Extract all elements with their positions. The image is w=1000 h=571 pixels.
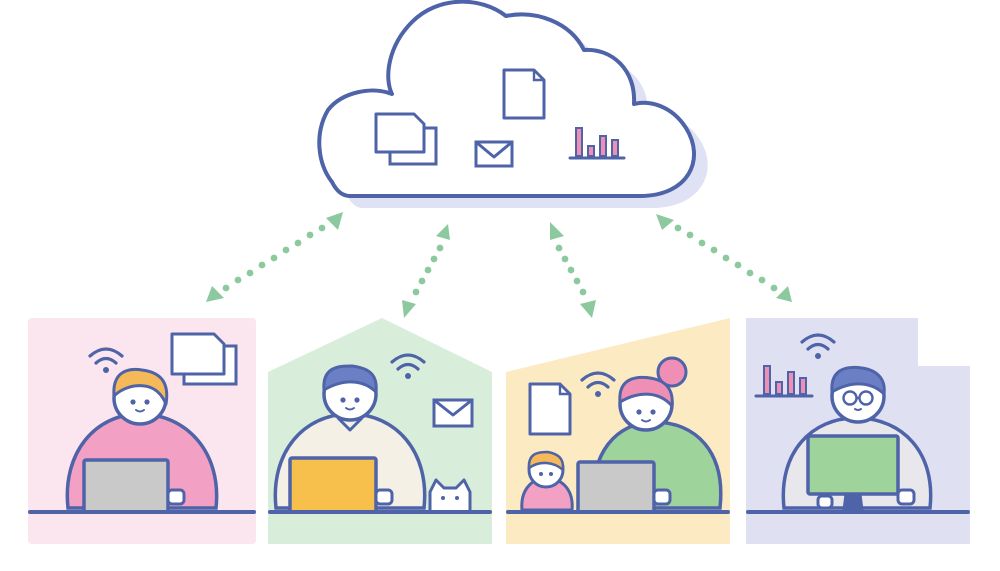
sync-arrow-2 [402,224,450,318]
worker-panel-2 [268,318,492,544]
cat-icon [428,478,472,514]
worker-hand [896,488,916,506]
document-icon [528,382,572,436]
bar-chart-icon [754,365,814,398]
mail-icon [432,398,474,428]
worker-panel-4 [746,318,970,544]
child-figure [520,450,574,512]
sync-arrow-3 [550,222,596,318]
worker-panel-3 [506,318,730,544]
cloud [317,0,708,208]
worker-hand [816,494,834,510]
sync-arrow-1 [206,212,343,302]
laptop-icon [82,458,170,514]
document-icon [502,68,546,120]
worker-head [112,367,169,426]
worker-head [618,356,688,432]
monitor-icon [806,434,900,512]
worker-head [322,364,378,422]
worker-hand [374,488,394,506]
bar-chart-icon [568,127,626,160]
documents-icon [170,332,238,386]
worker-hand [166,488,186,506]
mail-icon [474,140,514,168]
glasses-icon [842,390,874,406]
worker-hand [652,488,672,506]
laptop-icon [576,460,656,514]
connection-arrows [206,212,792,318]
worker-head [830,365,886,424]
laptop-icon [288,456,378,514]
sync-arrow-4 [656,214,792,302]
worker-panel-1 [28,318,256,544]
documents-icon [374,112,438,166]
